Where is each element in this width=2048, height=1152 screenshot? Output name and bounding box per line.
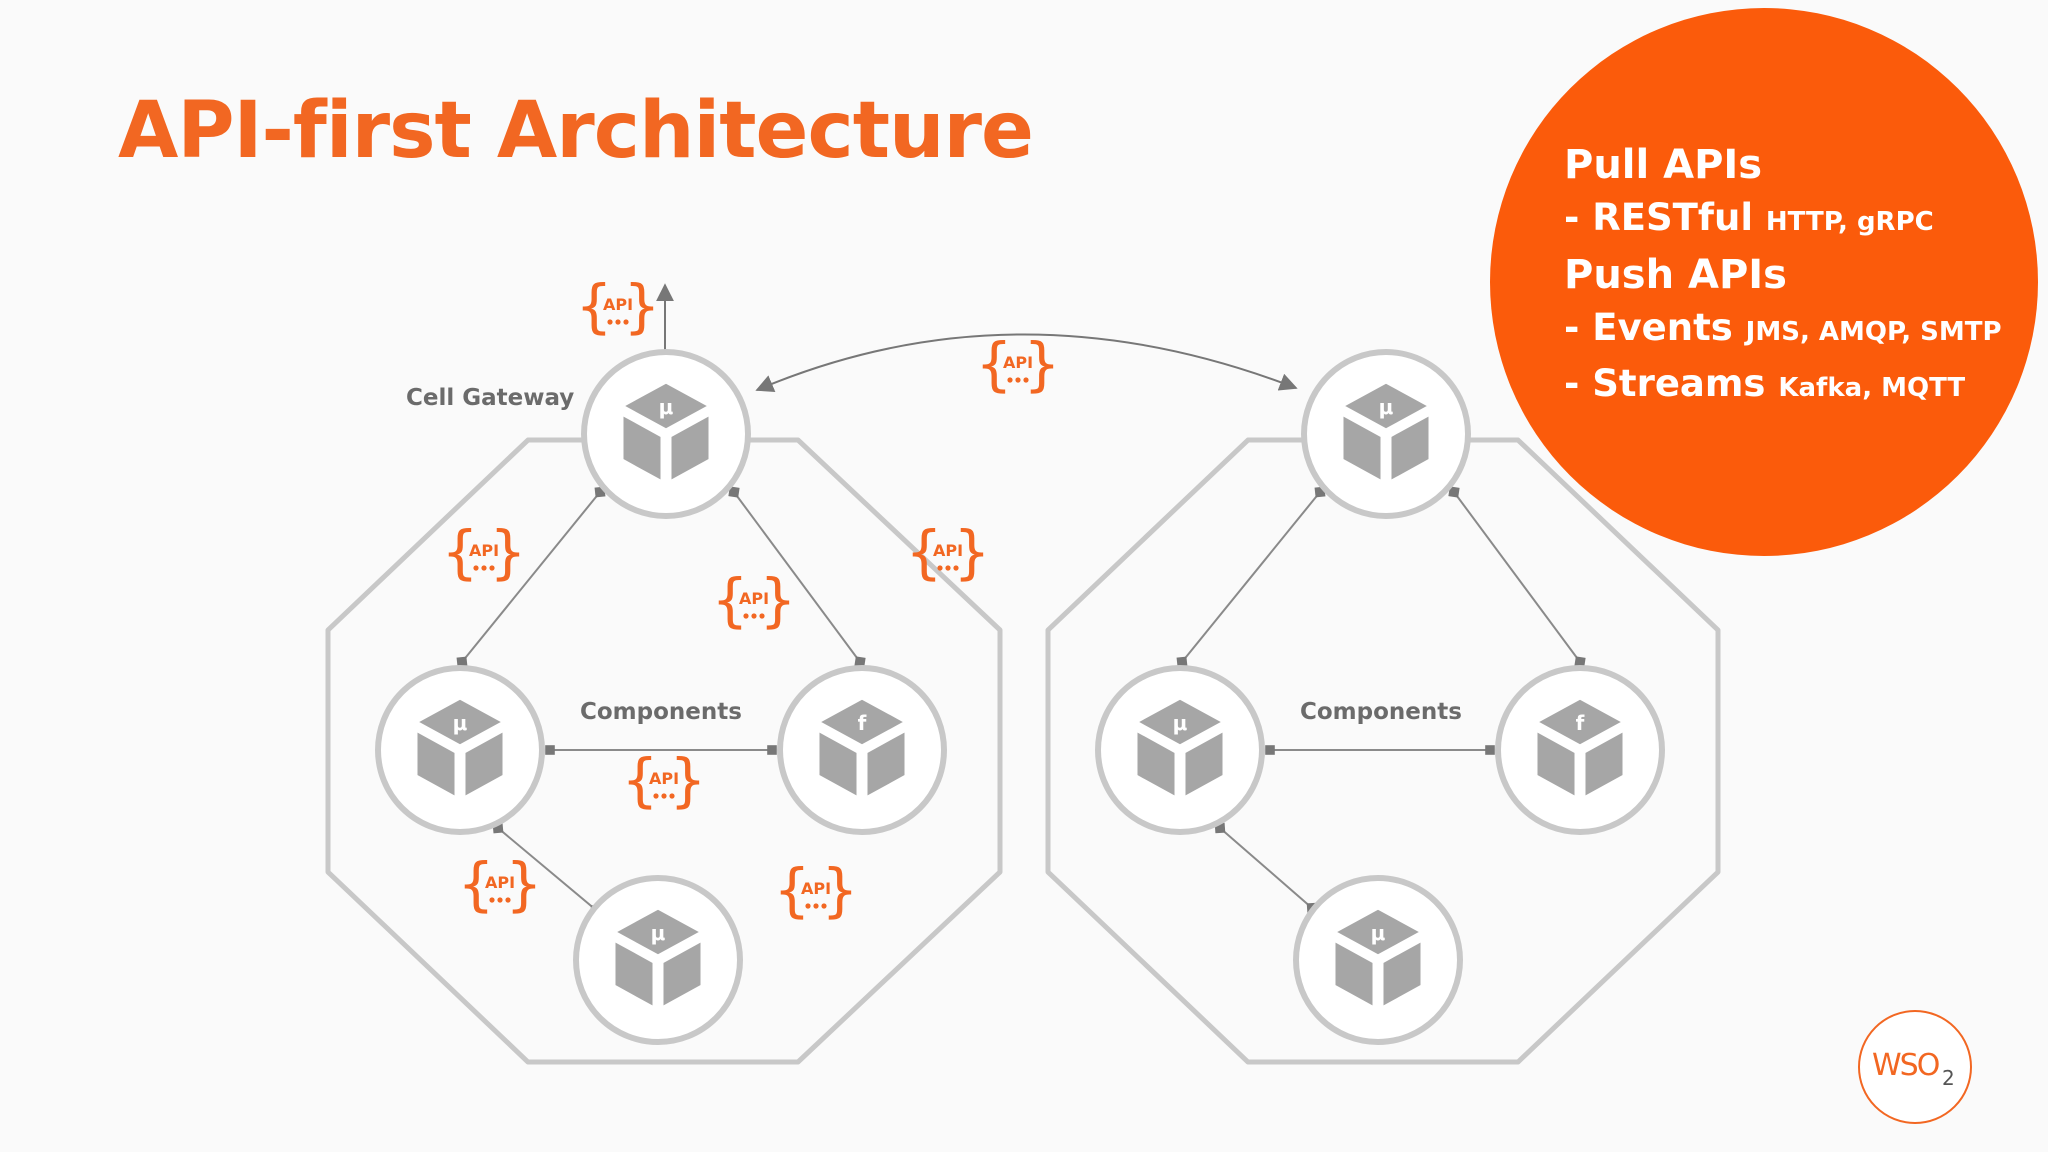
svg-text:{: { <box>622 746 659 814</box>
restful-item: - RESTful HTTP, gRPC <box>1564 192 2002 248</box>
slide-title: API-first Architecture <box>118 86 1034 176</box>
api-badge-label: API <box>469 541 499 560</box>
api-badge-label: API <box>649 769 679 788</box>
node-symbol: μ <box>1173 711 1188 735</box>
gateway-node-left: μ <box>581 349 751 519</box>
node-symbol: μ <box>453 711 468 735</box>
gateway-node-right: μ <box>1301 349 1471 519</box>
api-badge: {}API <box>442 518 527 586</box>
connector-component-to-lower <box>1214 822 1318 914</box>
svg-text:}: } <box>1024 330 1061 398</box>
function-node: f <box>777 665 947 835</box>
cube-icon: μ <box>1134 696 1226 800</box>
function-node: f <box>1495 665 1665 835</box>
node-symbol: f <box>1576 711 1585 735</box>
svg-text:}: } <box>624 272 661 340</box>
api-badge-label: API <box>739 589 769 608</box>
events-label: - Events <box>1564 306 1733 349</box>
inter-cell-connection <box>755 333 1298 392</box>
api-badge: {}API <box>774 856 859 924</box>
api-badge-label: API <box>485 873 515 892</box>
svg-text:{: { <box>712 566 749 634</box>
api-badge: {}API <box>576 272 661 340</box>
streams-item: - Streams Kafka, MQTT <box>1564 358 2002 414</box>
svg-text:}: } <box>506 850 543 918</box>
svg-text:{: { <box>976 330 1013 398</box>
restful-protocols: HTTP, gRPC <box>1765 207 1934 237</box>
streams-label: - Streams <box>1564 362 1766 405</box>
api-badge: {}API <box>976 330 1061 398</box>
cube-icon: f <box>816 696 908 800</box>
svg-text:{: { <box>576 272 613 340</box>
info-callout-circle <box>1490 8 2038 556</box>
svg-text:}: } <box>954 518 991 586</box>
cube-icon: μ <box>620 380 712 484</box>
components-label-left: Components <box>580 699 742 725</box>
events-item: - Events JMS, AMQP, SMTP <box>1564 302 2002 358</box>
svg-text:}: } <box>670 746 707 814</box>
api-badge-label: API <box>603 295 633 314</box>
node-symbol: f <box>858 711 867 735</box>
streams-protocols: Kafka, MQTT <box>1778 373 1966 403</box>
restful-label: - RESTful <box>1564 196 1754 239</box>
api-types-list: Pull APIs - RESTful HTTP, gRPC Push APIs… <box>1564 138 2002 414</box>
connector-gateway-to-function <box>1448 486 1586 668</box>
wso2-logo: WSO 2 <box>1858 1010 1972 1124</box>
svg-text:{: { <box>906 518 943 586</box>
node-symbol: μ <box>651 921 666 945</box>
api-badge-label: API <box>933 541 963 560</box>
microservice-node: μ <box>573 875 743 1045</box>
cell-gateway-label: Cell Gateway <box>406 385 574 411</box>
logo-subscript: 2 <box>1942 1066 1955 1090</box>
node-symbol: μ <box>1371 921 1386 945</box>
components-label-right: Components <box>1300 699 1462 725</box>
connector-gateway-to-component <box>1176 486 1326 668</box>
connector-gateway-to-component <box>456 486 606 668</box>
svg-text:}: } <box>822 856 859 924</box>
microservice-node: μ <box>1095 665 1265 835</box>
svg-text:{: { <box>774 856 811 924</box>
events-protocols: JMS, AMQP, SMTP <box>1745 317 2002 347</box>
api-badge: {}API <box>906 518 991 586</box>
api-badge: {}API <box>458 850 543 918</box>
api-badge: {}API <box>712 566 797 634</box>
connector-gateway-to-function <box>728 486 866 668</box>
logo-text: WSO <box>1872 1048 1940 1083</box>
cube-icon: μ <box>414 696 506 800</box>
push-apis-heading: Push APIs <box>1564 252 1787 298</box>
pull-apis-heading: Pull APIs <box>1564 142 1763 188</box>
api-badge: {}API <box>622 746 707 814</box>
node-symbol: μ <box>1379 395 1394 419</box>
cube-icon: f <box>1534 696 1626 800</box>
svg-text:}: } <box>490 518 527 586</box>
microservice-node: μ <box>375 665 545 835</box>
connector-component-to-lower <box>492 822 602 916</box>
svg-text:}: } <box>760 566 797 634</box>
svg-text:{: { <box>442 518 479 586</box>
cube-icon: μ <box>612 906 704 1010</box>
svg-text:{: { <box>458 850 495 918</box>
cube-icon: μ <box>1332 906 1424 1010</box>
cube-icon: μ <box>1340 380 1432 484</box>
microservice-node: μ <box>1293 875 1463 1045</box>
api-badge-label: API <box>801 879 831 898</box>
api-badge-label: API <box>1003 353 1033 372</box>
node-symbol: μ <box>659 395 674 419</box>
